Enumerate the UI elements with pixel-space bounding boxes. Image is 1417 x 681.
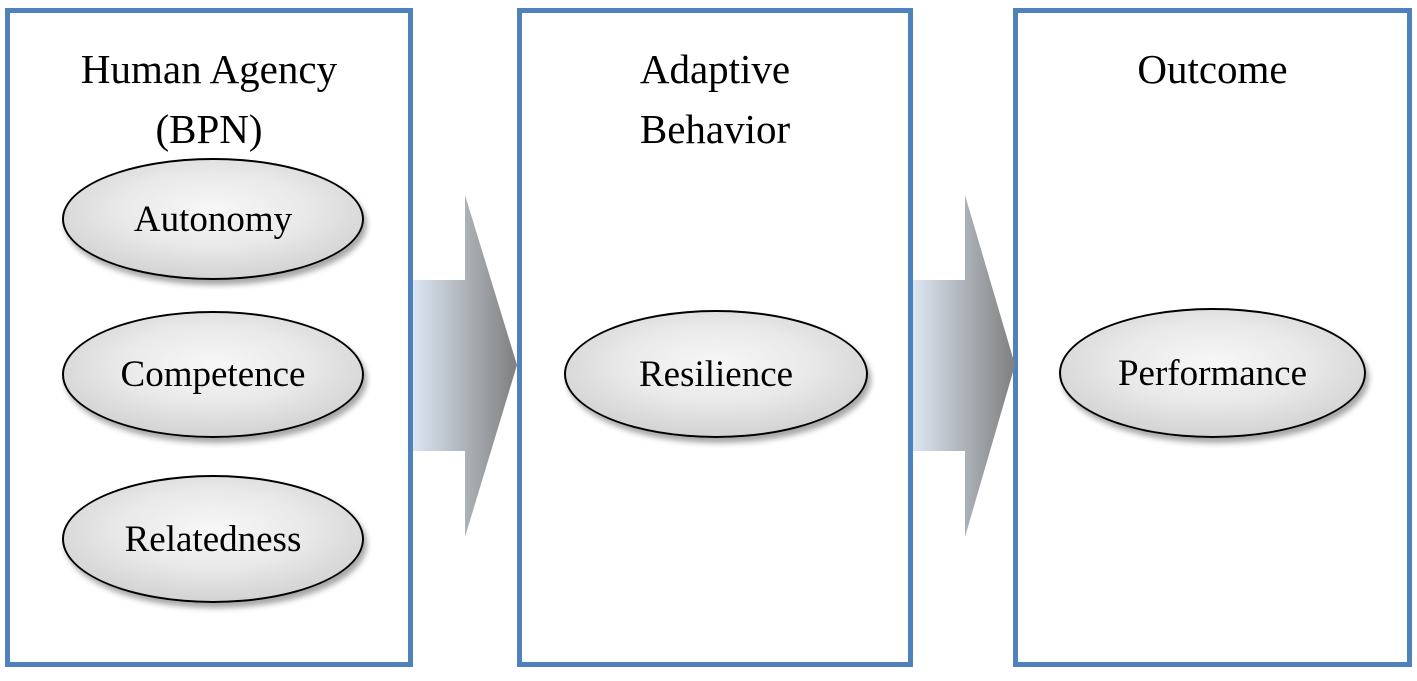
autonomy-node: Autonomy bbox=[62, 158, 364, 280]
right-arrow-icon bbox=[413, 195, 517, 537]
resilience-node: Resilience bbox=[564, 310, 868, 438]
human-agency-title-line2: (BPN) bbox=[155, 106, 263, 152]
outcome-panel: Outcome Performance bbox=[1013, 8, 1412, 667]
competence-node: Competence bbox=[62, 311, 364, 438]
outcome-title: Outcome bbox=[1137, 46, 1288, 92]
adaptive-behavior-title-line2: Behavior bbox=[639, 106, 791, 152]
human-agency-title-line1: Human Agency bbox=[80, 46, 338, 92]
performance-node: Performance bbox=[1059, 308, 1366, 438]
right-arrow-icon bbox=[913, 195, 1015, 537]
adaptive-behavior-title-line1: Adaptive bbox=[639, 46, 791, 92]
human-agency-panel: Human Agency (BPN) Autonomy Competence R… bbox=[5, 8, 413, 667]
relatedness-node: Relatedness bbox=[62, 475, 364, 603]
adaptive-behavior-panel: Adaptive Behavior Resilience bbox=[517, 8, 913, 667]
